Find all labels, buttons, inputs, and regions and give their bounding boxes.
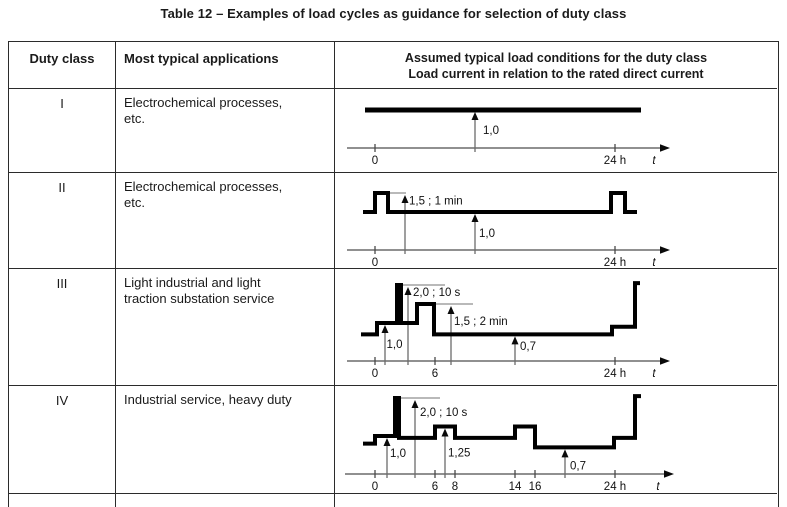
table-title: Table 12 – Examples of load cycles as gu… [160,6,627,21]
application-text: Electrochemical processes, etc. [116,173,335,269]
header-load-conditions-line1: Assumed typical load conditions for the … [404,51,708,65]
annotation-arrowhead-icon [511,336,519,345]
axis-tick-label: 0 [372,257,378,269]
annotation-label: 1,0 [483,125,499,137]
annotation-label: 0,7 [520,341,536,353]
time-axis-arrowhead-icon [660,246,670,254]
duty-class-value: I [9,89,116,173]
axis-tick-label: 16 [529,481,542,493]
axis-tick-label: 0 [372,155,378,167]
annotation-arrowhead-icon [401,195,409,203]
partial-row-cell [116,494,335,507]
annotation-label: 2,0 ; 10 s [420,407,468,419]
axis-tick-label: 24 h [604,368,626,380]
partial-row-cell [335,494,777,507]
load-cycle-svg: t 0 6 8 14 16 24 h 1,0 2,0 ; 10 s 1,25 0,7 [345,394,674,493]
annotation-arrowhead-icon [447,306,455,314]
annotation-arrowhead-icon [471,112,479,120]
time-axis-arrowhead-icon [660,144,670,152]
duty-class-value: III [9,269,116,386]
time-axis-arrowhead-icon [664,470,674,478]
annotation-arrowhead-icon [383,438,391,446]
load-cycle-diagram: t 0 6 8 14 16 24 h 1,0 2,0 ; 10 s 1,25 0,7 [335,386,777,493]
load-cycle-diagram-cell: t 0 24 h 1,5 ; 1 min 1,0 [335,173,777,269]
load-profile [363,394,641,450]
axis-tick-label: 24 h [604,155,626,167]
axis-tick-label: 24 h [604,481,626,493]
load-cycle-diagram-cell: t 0 24 h 1,0 [335,89,777,173]
partial-row-cell [9,494,116,507]
load-cycle-diagram: t 0 6 24 h 1,0 2,0 ; 10 s 1,5 ; 2 min 0,7 [335,269,777,385]
application-text: Light industrial and light traction subs… [116,269,335,386]
annotation-label: 1,0 [390,448,406,460]
header-load-conditions-line2: Load current in relation to the rated di… [408,67,704,82]
axis-tick-label: 24 h [604,257,626,269]
annotation-label: 0,7 [570,461,586,473]
load-cycle-diagram-cell: t 0 6 8 14 16 24 h 1,0 2,0 ; 10 s 1,25 0,7 [335,386,777,494]
axis-tick-label: 0 [372,481,378,493]
annotation-label: 1,25 [448,447,470,459]
load-profile [363,191,637,214]
annotation-arrowhead-icon [471,214,479,222]
load-cycle-diagram: t 0 24 h 1,0 [335,89,777,172]
annotation-arrowhead-icon [381,325,389,333]
axis-tick-label: 6 [432,481,438,493]
annotation-label: 1,0 [387,339,403,351]
header-load-conditions: Assumed typical load conditions for the … [335,42,777,89]
axis-tick-label: 6 [432,368,438,380]
load-profile [361,281,640,337]
annotation-label: 1,5 ; 2 min [454,316,508,328]
duty-class-table: Duty class Most typical applications Ass… [8,41,779,507]
axis-tick-label: 0 [372,368,378,380]
annotation-label: 2,0 ; 10 s [413,287,461,299]
time-axis-variable-label: t [652,368,656,380]
time-axis-variable-label: t [652,257,656,269]
load-cycle-svg: t 0 24 h 1,5 ; 1 min 1,0 [347,191,670,269]
time-axis-variable-label: t [656,481,660,493]
duty-class-value: IV [9,386,116,494]
time-axis-variable-label: t [652,155,656,167]
annotation-label: 1,5 ; 1 min [409,196,463,208]
annotation-arrowhead-icon [404,287,412,295]
annotation-label: 1,0 [479,228,495,240]
axis-tick-label: 14 [509,481,522,493]
load-cycle-svg: t 0 24 h 1,0 [347,107,670,167]
axis-tick-label: 8 [452,481,458,493]
header-duty-class: Duty class [9,42,116,89]
time-axis-arrowhead-icon [660,357,670,365]
header-applications: Most typical applications [116,42,335,89]
application-text: Electrochemical processes, etc. [116,89,335,173]
duty-class-value: II [9,173,116,269]
load-cycle-diagram-cell: t 0 6 24 h 1,0 2,0 ; 10 s 1,5 ; 2 min 0,7 [335,269,777,386]
application-text: Industrial service, heavy duty [116,386,335,494]
load-cycle-diagram: t 0 24 h 1,5 ; 1 min 1,0 [335,173,777,269]
annotation-arrowhead-icon [411,400,419,408]
annotation-arrowhead-icon [441,428,449,437]
load-cycle-svg: t 0 6 24 h 1,0 2,0 ; 10 s 1,5 ; 2 min 0,7 [347,281,670,380]
annotation-arrowhead-icon [561,449,569,458]
